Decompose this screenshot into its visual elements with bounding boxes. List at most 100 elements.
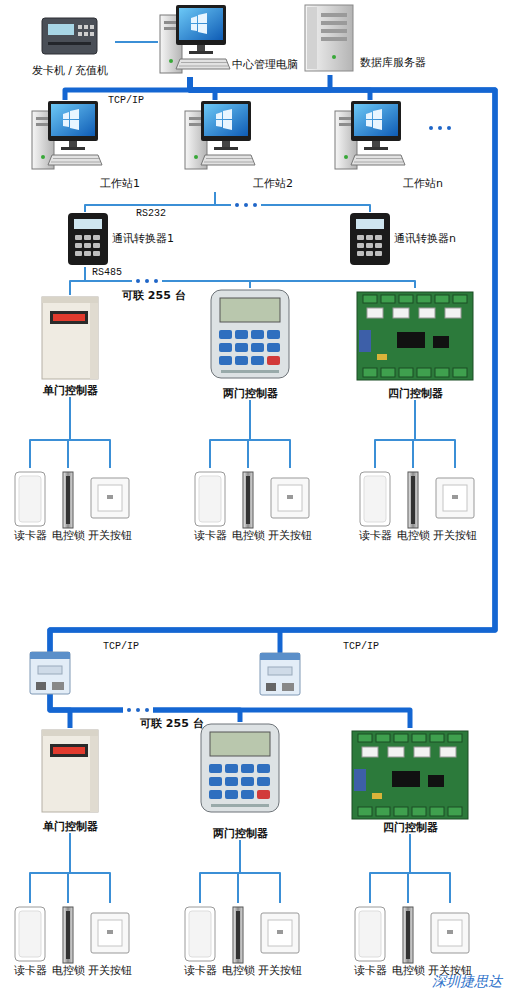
computer-symbol-part bbox=[48, 155, 102, 165]
ctl2-symbol-part bbox=[220, 298, 280, 322]
conv-symbol-part bbox=[350, 213, 390, 265]
lock-symbol-part bbox=[63, 907, 73, 963]
ctl4-symbol-part bbox=[357, 292, 473, 380]
node-label: 单门控制器 bbox=[33, 820, 108, 833]
computer-symbol-part bbox=[197, 45, 205, 51]
connector bbox=[370, 834, 410, 903]
connector bbox=[250, 400, 290, 468]
button-symbol-part bbox=[287, 495, 293, 499]
ctl4-symbol-part bbox=[358, 734, 372, 742]
node-label: 发卡机 / 充值机 bbox=[25, 64, 115, 77]
computer-symbol-part bbox=[214, 147, 238, 150]
ctl4-symbol-part bbox=[367, 308, 383, 318]
ctl4-symbol-part bbox=[414, 747, 430, 757]
card-reader-node: 读卡器 bbox=[9, 468, 51, 542]
tcpip-converter-symbol-part bbox=[266, 683, 276, 691]
node-label: 开关按钮 bbox=[85, 529, 135, 542]
lock-symbol-part bbox=[403, 907, 413, 963]
ctl4-symbol-part bbox=[399, 368, 413, 377]
lock-symbol bbox=[403, 907, 413, 963]
computer-symbol-part bbox=[201, 155, 255, 165]
ctl4-symbol-part bbox=[440, 747, 456, 757]
controller-node: 两门控制器 bbox=[205, 288, 295, 400]
button-symbol-part bbox=[436, 478, 474, 518]
computer-symbol-part bbox=[51, 104, 95, 136]
computer-symbol-part bbox=[189, 117, 203, 120]
conv-symbol-part bbox=[357, 251, 364, 256]
node-label: 读卡器 bbox=[189, 529, 231, 542]
ctl4-symbol-part bbox=[433, 336, 449, 348]
reader-symbol-part bbox=[360, 472, 390, 526]
tcpip-converter-symbol-part bbox=[260, 653, 300, 660]
annotation-label: 可联 255 台 bbox=[140, 717, 204, 730]
electric-lock-node: 电控锁 bbox=[394, 468, 432, 542]
ctl2-symbol bbox=[211, 290, 289, 378]
conv-symbol-part bbox=[375, 235, 382, 240]
annotation-label: TCP/IP bbox=[343, 640, 379, 653]
conv-symbol-part bbox=[75, 243, 82, 248]
ctl4-symbol-part bbox=[388, 747, 404, 757]
reader-symbol-part bbox=[19, 911, 41, 957]
annotation-label: TCP/IP bbox=[103, 640, 139, 653]
ctl4-symbol-part bbox=[435, 295, 449, 303]
node-label: 读卡器 bbox=[349, 964, 391, 977]
button-symbol-part bbox=[431, 913, 469, 953]
ctl4-symbol-part bbox=[412, 734, 426, 742]
ctl4-symbol-part bbox=[399, 295, 413, 303]
continuation-dots-part bbox=[447, 126, 451, 130]
reader-symbol bbox=[195, 472, 225, 526]
ctl1-symbol-part bbox=[42, 730, 98, 736]
reader-symbol-part bbox=[364, 476, 386, 522]
computer-symbol bbox=[185, 101, 255, 169]
lock-symbol bbox=[233, 907, 243, 963]
ctl2-symbol-part bbox=[225, 764, 238, 773]
lock-symbol-part bbox=[411, 476, 415, 524]
button-symbol-part bbox=[443, 485, 467, 511]
continuation-dots bbox=[231, 200, 261, 210]
computer-symbol-part bbox=[36, 117, 50, 120]
computer-symbol-part bbox=[69, 141, 77, 147]
tcpip-converter-symbol-part bbox=[282, 683, 294, 691]
node-label: 电控锁 bbox=[394, 529, 432, 542]
computer-symbol-part bbox=[176, 5, 226, 45]
ctl2-symbol-part bbox=[225, 790, 238, 799]
node-label: 工作站n bbox=[403, 177, 443, 190]
ctl4-symbol-part bbox=[392, 771, 420, 787]
button-symbol-part bbox=[261, 913, 299, 953]
watermark: 深圳捷思达 bbox=[432, 974, 502, 989]
card-machine-node: 发卡机 / 充值机 bbox=[25, 15, 115, 77]
conv-symbol-part bbox=[366, 243, 373, 248]
ctl2-symbol-part bbox=[251, 343, 264, 352]
conv-symbol-part bbox=[74, 219, 102, 229]
computer-symbol-part bbox=[204, 104, 248, 136]
continuation-dots-part bbox=[438, 126, 442, 130]
connector bbox=[70, 397, 110, 468]
node-label: 电控锁 bbox=[49, 964, 87, 977]
computer-node: 中心管理电脑 bbox=[158, 3, 300, 77]
ctl2-symbol bbox=[201, 724, 279, 812]
node-label: 电控锁 bbox=[229, 529, 267, 542]
conv-symbol-part bbox=[75, 235, 82, 240]
ctl2-symbol-part bbox=[235, 343, 248, 352]
computer-symbol-part bbox=[354, 104, 398, 136]
computer-symbol-part bbox=[354, 159, 403, 163]
electric-lock-node: 电控锁 bbox=[219, 903, 257, 977]
computer-symbol-part bbox=[63, 109, 79, 130]
computer-symbol bbox=[160, 5, 230, 73]
button-symbol-part bbox=[98, 920, 122, 946]
node-label: 读卡器 bbox=[9, 529, 51, 542]
tcpip-converter-symbol bbox=[260, 653, 300, 695]
ctl4-symbol-part bbox=[448, 807, 462, 816]
card-symbol-part bbox=[42, 18, 97, 54]
ctl4-symbol-part bbox=[453, 295, 467, 303]
ctl2-symbol-part bbox=[210, 732, 270, 756]
card-symbol-part bbox=[78, 25, 82, 29]
ctl4-symbol-part bbox=[417, 295, 431, 303]
button-symbol-part bbox=[452, 495, 458, 499]
conv-symbol-part bbox=[366, 235, 373, 240]
connector bbox=[70, 267, 85, 295]
ctl2-symbol-part bbox=[209, 790, 222, 799]
reader-symbol bbox=[185, 907, 215, 961]
ctl2-symbol-part bbox=[201, 724, 279, 812]
